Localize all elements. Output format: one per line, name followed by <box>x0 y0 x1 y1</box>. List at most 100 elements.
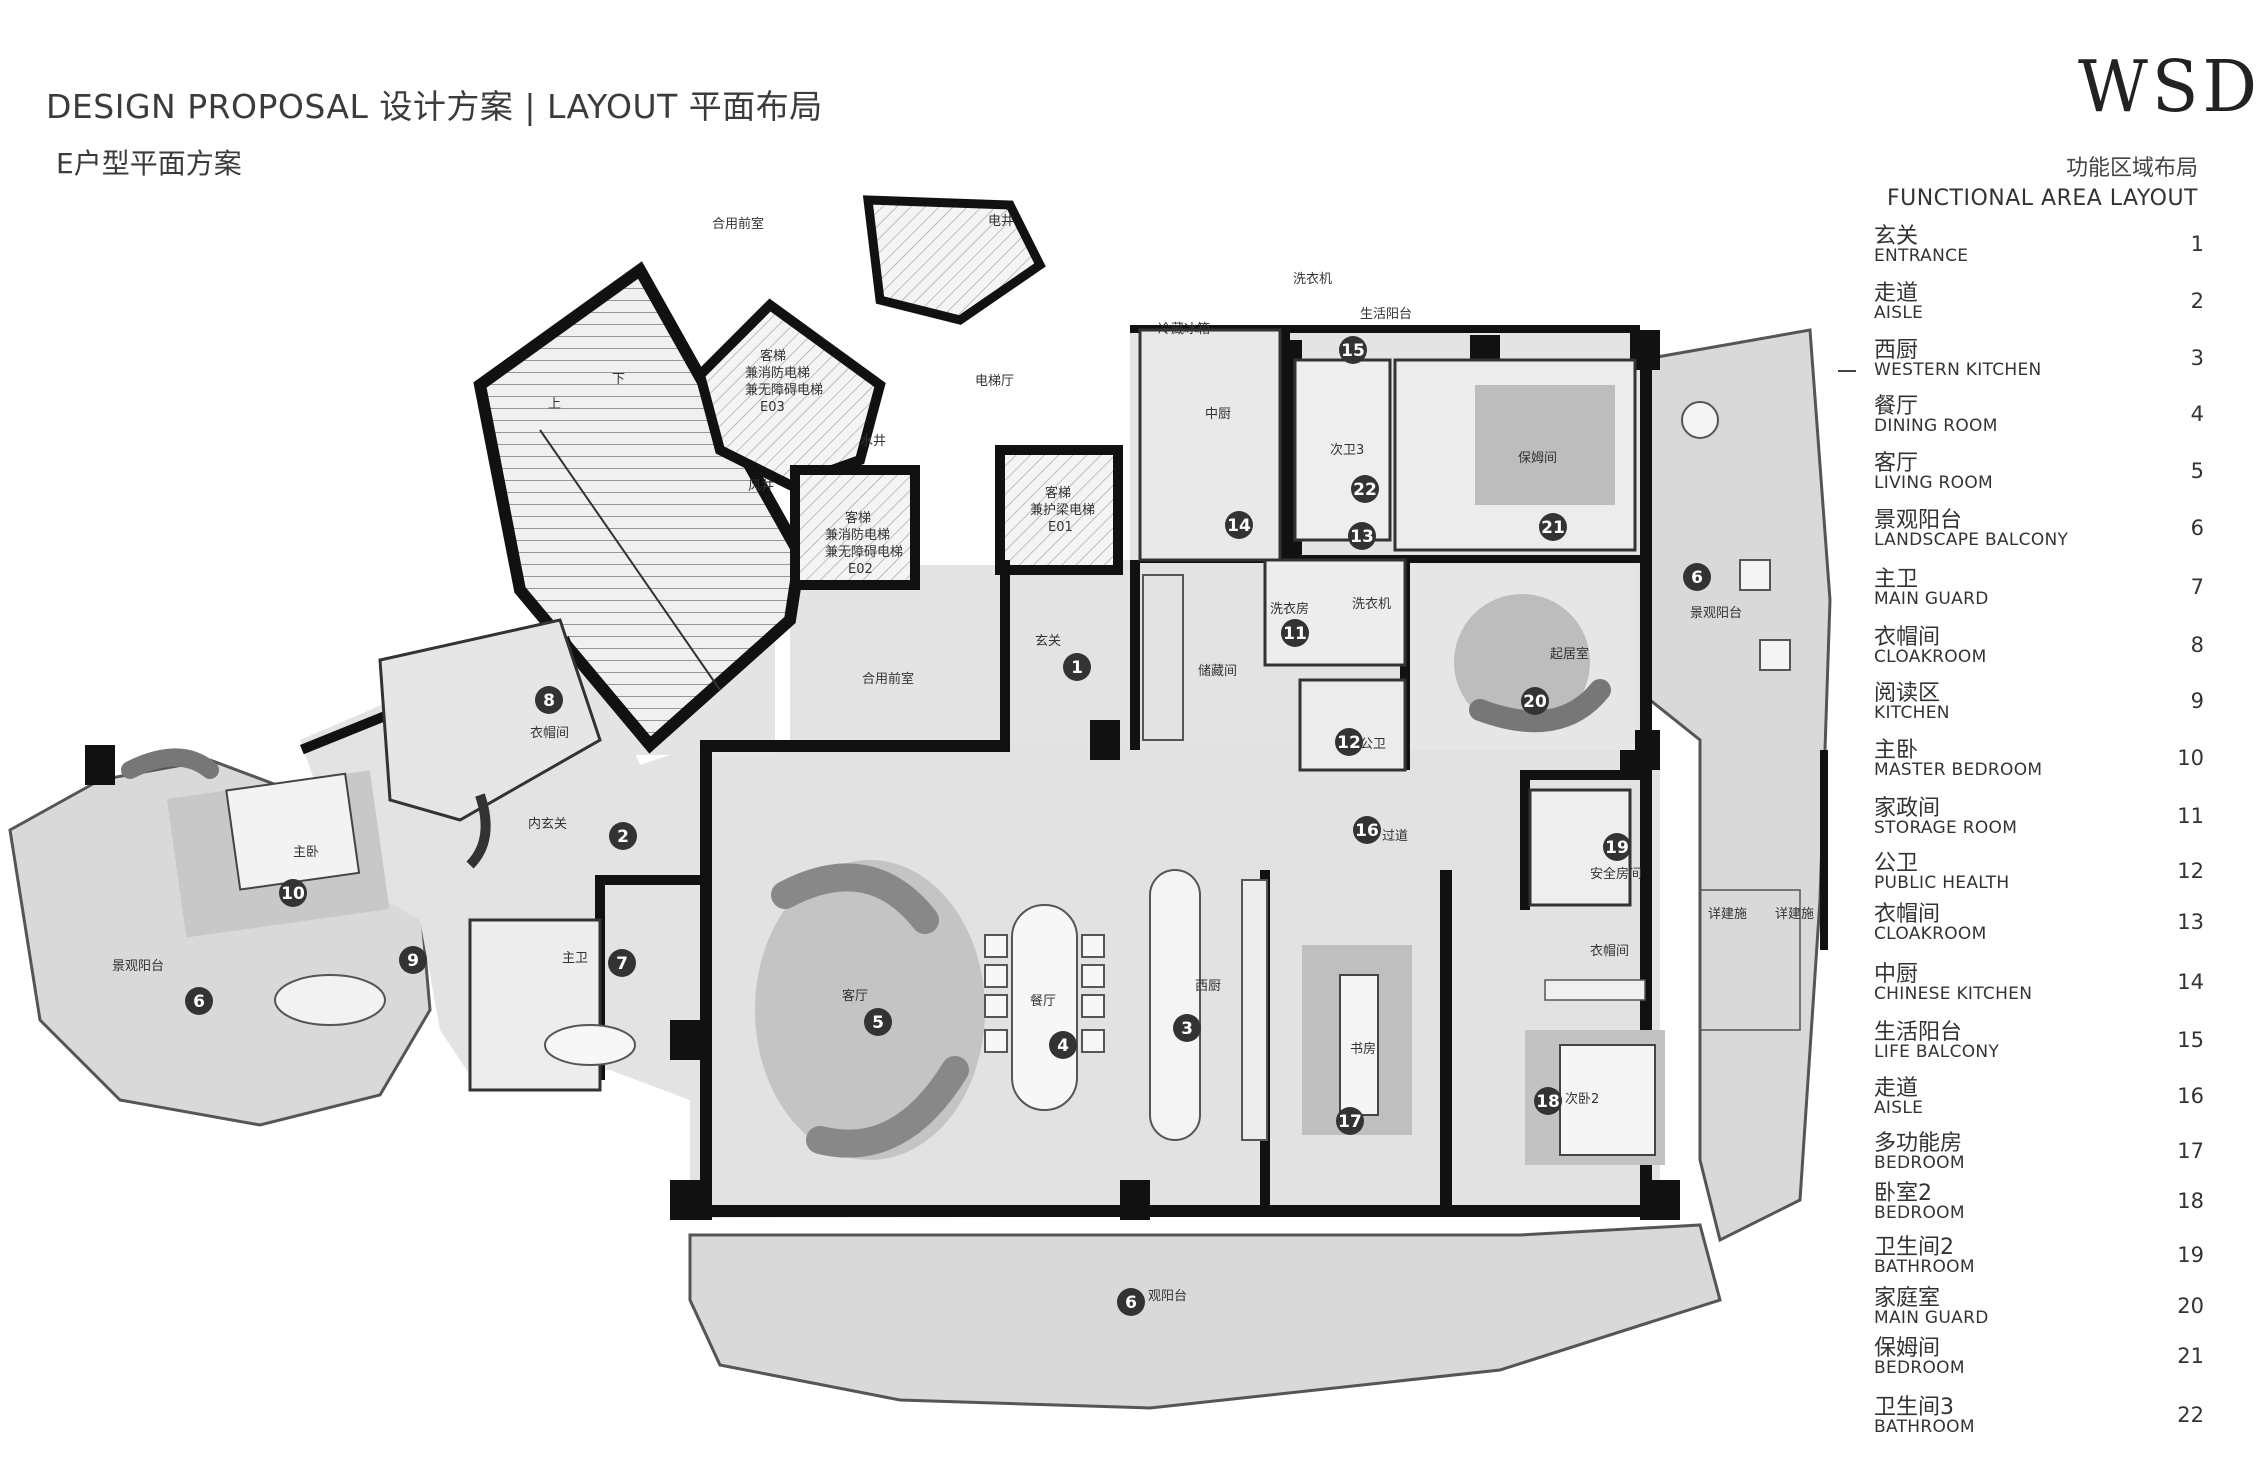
legend-item-en: AISLE <box>1874 1098 1924 1118</box>
legend-item-en: DINING ROOM <box>1874 416 1998 436</box>
legend-item-en: BEDROOM <box>1874 1203 1965 1223</box>
svg-text:16: 16 <box>1355 821 1379 841</box>
legend-item-num: 15 <box>2177 1028 2204 1052</box>
badge-4: 4 <box>1049 1031 1077 1059</box>
label-keti-b: 客梯 <box>845 510 871 526</box>
legend-item-cn: 主卧 <box>1874 738 1919 763</box>
legend-item-cn: 卫生间2 <box>1874 1235 1954 1260</box>
badge-6-right: 6 <box>1683 563 1711 591</box>
label-chucang: 储藏间 <box>1198 664 1237 679</box>
legend-item-num: 13 <box>2177 910 2204 934</box>
badge-2: 2 <box>609 822 637 850</box>
badge-5: 5 <box>864 1008 892 1036</box>
badge-10: 10 <box>279 879 307 907</box>
label-gongwei: 公卫 <box>1360 737 1386 752</box>
page-title: DESIGN PROPOSAL 设计方案 | LAYOUT 平面布局 <box>46 87 823 126</box>
label-zhongchu: 中厨 <box>1205 407 1231 422</box>
label-fengjing: 风井 <box>748 479 774 494</box>
legend-item-num: 9 <box>2190 689 2204 713</box>
svg-text:17: 17 <box>1338 1112 1362 1132</box>
label-xiyiji: 洗衣机 <box>1293 271 1332 287</box>
label-keting: 客厅 <box>842 988 868 1004</box>
legend-item-en: LANDSCAPE BALCONY <box>1874 530 2069 550</box>
label-qijushi: 起居室 <box>1550 646 1589 662</box>
legend-item-en: LIVING ROOM <box>1874 473 1993 493</box>
badge-14: 14 <box>1225 511 1253 539</box>
legend-item-cn: 保姆间 <box>1874 1336 1941 1361</box>
badge-19: 19 <box>1603 833 1631 861</box>
legend-item-cn: 卫生间3 <box>1874 1395 1954 1420</box>
legend-item-en: ENTRANCE <box>1874 246 1969 266</box>
badge-6-left: 6 <box>185 987 213 1015</box>
label-guodao: 过道 <box>1382 829 1408 844</box>
label-xiangjian1: 详建施 <box>1708 907 1747 922</box>
legend-item-cn: 西厨 <box>1874 338 1919 363</box>
label-keti-b3: 兼无障碍电梯 <box>825 545 903 560</box>
badge-13: 13 <box>1348 522 1376 550</box>
legend-item-en: CLOAKROOM <box>1874 647 1987 667</box>
label-baomu: 保姆间 <box>1518 451 1557 466</box>
legend-item-num: 19 <box>2177 1243 2204 1267</box>
label-keti-c-code: E01 <box>1048 520 1073 535</box>
label-xiyiji2: 洗衣机 <box>1352 596 1391 612</box>
svg-text:8: 8 <box>543 691 555 711</box>
svg-text:21: 21 <box>1541 518 1565 538</box>
label-keti-a-code: E03 <box>760 400 785 415</box>
label-jingguan-left: 景观阳台 <box>112 959 164 974</box>
legend-item-cn: 生活阳台 <box>1874 1020 1963 1045</box>
legend-item-cn: 客厅 <box>1874 451 1919 476</box>
legend-item-en: BATHROOM <box>1874 1417 1975 1437</box>
legend-heading-en: FUNCTIONAL AREA LAYOUT <box>1886 186 2198 211</box>
legend-item-num: 1 <box>2190 232 2204 256</box>
legend-item-num: 18 <box>2177 1189 2204 1213</box>
svg-text:6: 6 <box>193 992 205 1012</box>
legend-item-cn: 衣帽间 <box>1874 625 1941 650</box>
svg-text:7: 7 <box>616 954 628 974</box>
legend-item-cn: 衣帽间 <box>1874 902 1941 927</box>
legend-item-en: CLOAKROOM <box>1874 924 1987 944</box>
label-shufang: 书房 <box>1350 1041 1376 1057</box>
legend-item-num: 10 <box>2177 746 2204 770</box>
svg-text:2: 2 <box>617 827 629 847</box>
legend-item-num: 3 <box>2190 346 2204 370</box>
room-number-badges: 1 2 3 4 5 6 6 6 7 8 9 10 11 12 13 14 15 … <box>185 336 1711 1316</box>
legend-item-cn: 卧室2 <box>1874 1181 1932 1206</box>
svg-text:5: 5 <box>872 1013 884 1033</box>
room-labels: 合用前室 电井 客梯 兼消防电梯 兼无障碍电梯 E03 电梯厅 水井 风井 客梯… <box>112 214 1814 1304</box>
legend-item-num: 21 <box>2177 1344 2204 1368</box>
study-bedroom <box>1302 889 1801 1165</box>
svg-text:18: 18 <box>1536 1092 1560 1112</box>
svg-text:4: 4 <box>1057 1036 1069 1056</box>
legend-item-en: AISLE <box>1874 303 1924 323</box>
badge-16: 16 <box>1353 816 1381 844</box>
badge-1: 1 <box>1063 653 1091 681</box>
legend-item-num: 7 <box>2190 575 2204 599</box>
badge-6-bottom: 6 <box>1117 1288 1145 1316</box>
legend-item-num: 8 <box>2190 633 2204 657</box>
label-zhuwo: 主卧 <box>293 845 319 860</box>
label-shang: 上 <box>548 397 561 412</box>
legend-item-en: PUBLIC HEALTH <box>1874 873 2010 893</box>
svg-text:12: 12 <box>1337 733 1361 753</box>
legend-item-num: 5 <box>2190 459 2204 483</box>
page-subtitle: E户型平面方案 <box>56 147 242 180</box>
wsd-logo: WSD <box>2078 46 2261 129</box>
label-canting: 餐厅 <box>1030 993 1056 1009</box>
legend-item-cn: 家庭室 <box>1874 1286 1941 1311</box>
label-jingguan-right: 景观阳台 <box>1690 606 1742 621</box>
legend-item-en: WESTERN KITCHEN <box>1874 360 2042 380</box>
label-jingguan-bottom: 观阳台 <box>1148 1289 1187 1304</box>
badge-17: 17 <box>1336 1107 1364 1135</box>
label-neixuanguan: 内玄关 <box>528 816 567 832</box>
badge-3: 3 <box>1173 1014 1201 1042</box>
badge-12: 12 <box>1335 728 1363 756</box>
label-ciwo2: 次卧2 <box>1565 1091 1599 1107</box>
